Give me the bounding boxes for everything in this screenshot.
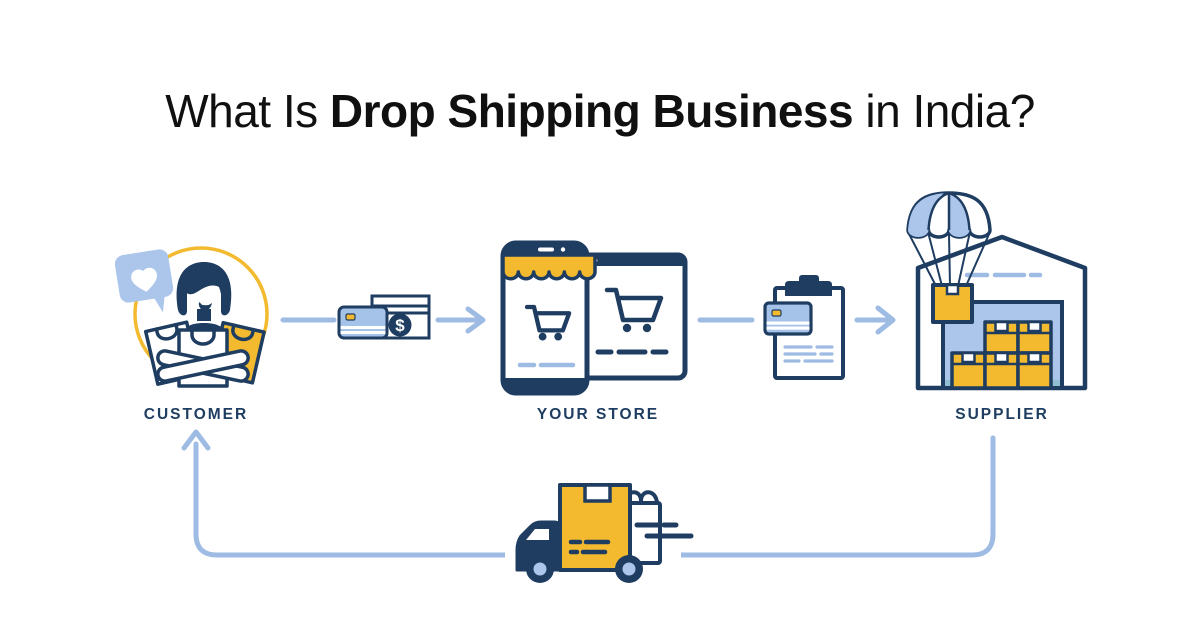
your-store-label: YOUR STORE: [536, 406, 660, 423]
forward-arrow-order-to-supplier: [854, 305, 896, 335]
credit-card-icon: [337, 305, 389, 340]
forward-arrow-payment-to-store: [435, 306, 486, 334]
stacked-boxes-icon: [950, 320, 1053, 390]
cart-icon-phone: [524, 304, 572, 341]
delivery-truck-icon: [505, 483, 694, 583]
credit-card-small-icon: [763, 301, 813, 336]
clipboard-clip: [785, 275, 832, 296]
parachute-strings: [907, 231, 991, 287]
dollar-symbol: $: [395, 316, 405, 335]
parachute-icon: [906, 191, 992, 324]
order-text-lines: [783, 345, 834, 363]
phone-icon: [500, 240, 590, 396]
truck-wheels: [526, 555, 643, 583]
awning-icon: [501, 253, 597, 281]
heart-speech-bubble-icon: [115, 249, 174, 313]
supplier-icon: [906, 191, 1088, 391]
parachute-canopy: [906, 191, 992, 239]
truck-cargo-box: [558, 483, 632, 572]
title-emphasis: Drop Shipping Business: [329, 85, 854, 137]
supplier-label: SUPPLIER: [955, 406, 1049, 423]
speed-lines: [634, 522, 694, 539]
truck-cab: [515, 520, 562, 572]
payment-card-cash-icon: $: [337, 294, 431, 340]
customer-label: CUSTOMER: [143, 406, 249, 423]
customer-icon: [115, 246, 269, 388]
title-prefix: What Is: [165, 85, 330, 137]
dollar-coin-icon: $: [388, 313, 412, 337]
order-clipboard-icon: [763, 275, 845, 380]
store-icon: [500, 240, 688, 396]
customer-arms: [156, 349, 250, 383]
title-suffix: in India?: [853, 85, 1035, 137]
customer-figure: [143, 262, 266, 388]
page-title: What Is Drop Shipping Business in India?: [0, 84, 1200, 138]
heart-icon: [131, 267, 157, 292]
cart-icon-browser: [604, 287, 664, 333]
